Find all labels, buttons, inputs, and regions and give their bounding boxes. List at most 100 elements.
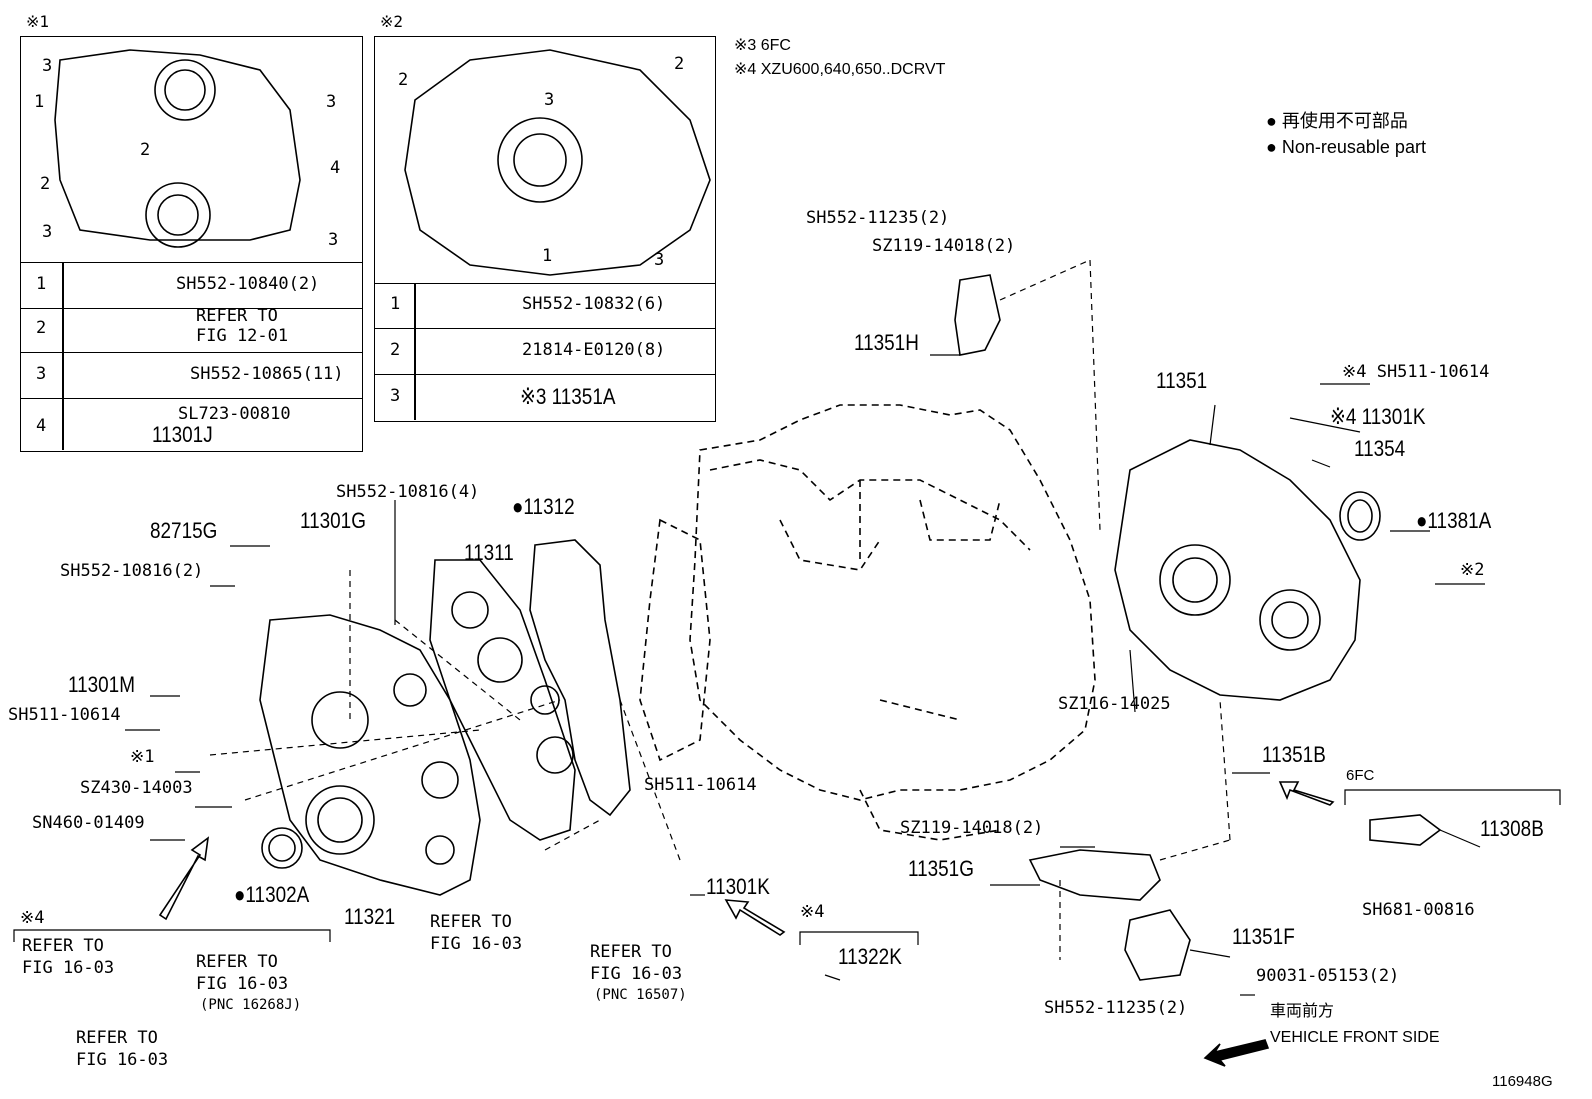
label-11301G: 11301G	[300, 508, 366, 533]
label-mark1: ※1	[130, 747, 155, 767]
inset1-row4-part-b: 11301J	[152, 422, 213, 447]
dashed-leaders	[209, 259, 1231, 960]
inset1-col-divider	[62, 262, 64, 450]
refer-d-line1: REFER TO	[430, 912, 512, 932]
front-side-en: VEHICLE FRONT SIDE	[1270, 1029, 1440, 1046]
inset1-callout: 2	[140, 140, 151, 160]
inset2-callout: 2	[398, 70, 409, 90]
label-sz116-14025: SZ116-14025	[1058, 694, 1171, 714]
inset2-callout: 1	[542, 246, 553, 266]
label-mark4-mid: ※4	[800, 902, 825, 922]
leader-lines	[125, 354, 1485, 996]
inset1-box	[20, 36, 363, 452]
label-sz119-14018-top: SZ119-14018(2)	[872, 236, 1016, 256]
label-6fc: 6FC	[1346, 767, 1375, 784]
legend-jp: ● 再使用不可部品	[1266, 111, 1408, 131]
refer-e-line3: (PNC 16507)	[594, 987, 687, 1003]
note-3: ※3 6FC	[734, 37, 791, 54]
label-sh552-11235-bot: SH552-11235(2)	[1044, 998, 1188, 1018]
inset2-row3-num: 3	[390, 386, 401, 406]
label-11301K-mid: 11301K	[706, 874, 770, 899]
label-11351B: 11351B	[1262, 742, 1326, 767]
label-11351F: 11351F	[1232, 924, 1295, 949]
inset1-row3-num: 3	[36, 364, 47, 384]
label-sh511-10614-mid: SH511-10614	[644, 775, 757, 795]
inset2-row2-num: 2	[390, 340, 401, 360]
inset1-row-divider	[20, 262, 363, 263]
inset1-mark: ※1	[26, 12, 50, 31]
refer-c-line2: FIG 16-03	[196, 974, 289, 994]
label-sh511-10614-left: SH511-10614	[8, 705, 121, 725]
front-arrow-icon	[1203, 1039, 1270, 1067]
plate-11311-outline	[429, 559, 576, 841]
refer-a-line1: REFER TO	[22, 936, 104, 956]
front-side-jp: 車両前方	[1270, 1003, 1335, 1020]
timing-cover-11321-outline	[259, 614, 481, 896]
inset2-drawing	[404, 49, 711, 276]
inset2-col-divider	[414, 283, 416, 420]
refer-e-line2: FIG 16-03	[590, 964, 683, 984]
inset1-callout: 3	[42, 222, 53, 242]
inset2-row1-part: SH552-10832(6)	[522, 294, 666, 314]
label-11381A: ●11381A	[1416, 508, 1492, 533]
label-11301M: 11301M	[68, 672, 135, 697]
inset2-box	[374, 36, 716, 422]
inset2-callout: 2	[674, 54, 685, 74]
label-sz119-14018-bot: SZ119-14018(2)	[900, 818, 1044, 838]
label-sn460-01409: SN460-01409	[32, 813, 145, 833]
inset2-row3-part: ※3 11351A	[520, 384, 616, 409]
inset1-row-divider	[20, 398, 363, 399]
label-sh681-00816: SH681-00816	[1362, 900, 1475, 920]
label-mark4-left: ※4	[20, 908, 45, 928]
label-sh511-10614-right: ※4 SH511-10614	[1342, 362, 1490, 382]
label-11321: 11321	[344, 904, 396, 929]
inset1-row1-num: 1	[36, 274, 47, 294]
refer-e-line1: REFER TO	[590, 942, 672, 962]
inset2-row2-part: 21814-E0120(8)	[522, 340, 666, 360]
bracket-11351F	[1124, 909, 1191, 981]
label-11302A: ●11302A	[234, 882, 310, 907]
inset2-mark: ※2	[380, 12, 404, 31]
label-90031-05153: 90031-05153(2)	[1256, 966, 1400, 986]
inset1-callout: 4	[330, 158, 341, 178]
inset2-callout: 3	[544, 90, 555, 110]
label-11354: 11354	[1354, 436, 1406, 461]
inset2-row1-num: 1	[390, 294, 401, 314]
flywheel-housing-11351-outline	[1114, 439, 1361, 701]
label-11312: ●11312	[512, 494, 575, 519]
inset1-callout: 3	[42, 56, 53, 76]
legend-en: ● Non-reusable part	[1266, 137, 1426, 157]
inset1-callout: 3	[328, 230, 339, 250]
inset2-callout: 3	[654, 250, 665, 270]
inset1-row3-part: SH552-10865(11)	[190, 364, 344, 384]
refer-b-line1: REFER TO	[76, 1028, 158, 1048]
label-mark2-right: ※2	[1460, 560, 1485, 580]
inset2-row-divider	[374, 283, 716, 284]
inset1-callout: 2	[40, 174, 51, 194]
label-11351H: 11351H	[854, 330, 919, 355]
refer-c-line1: REFER TO	[196, 952, 278, 972]
refer-b-line2: FIG 16-03	[76, 1050, 169, 1070]
inset1-row4-part: SL723-00810	[178, 404, 291, 424]
inset1-row1-part: SH552-10840(2)	[176, 274, 320, 294]
label-sh552-11235-top: SH552-11235(2)	[806, 208, 950, 228]
inset1-row4-num: 4	[36, 416, 47, 436]
inset2-row-divider	[374, 328, 716, 329]
gasket-11312-outline	[529, 539, 631, 817]
engine-block-outline	[639, 404, 1096, 841]
label-sh552-10816-2: SH552-10816(2)	[60, 561, 204, 581]
label-11301K-right: ※4 11301K	[1330, 404, 1426, 429]
inset1-row2-num: 2	[36, 318, 47, 338]
label-11311: 11311	[464, 540, 514, 565]
inset1-callout: 1	[34, 92, 45, 112]
inset2-row-divider	[374, 374, 716, 375]
inset1-row-divider	[20, 308, 363, 309]
inset1-row2-part-line2: FIG 12-01	[196, 326, 289, 346]
inset1-row2-part-line1: REFER TO	[196, 306, 278, 326]
label-11351G: 11351G	[908, 856, 974, 881]
label-82715G: 82715G	[150, 518, 218, 543]
direction-arrows	[158, 781, 1335, 936]
label-sh552-10816-4: SH552-10816(4)	[336, 482, 480, 502]
